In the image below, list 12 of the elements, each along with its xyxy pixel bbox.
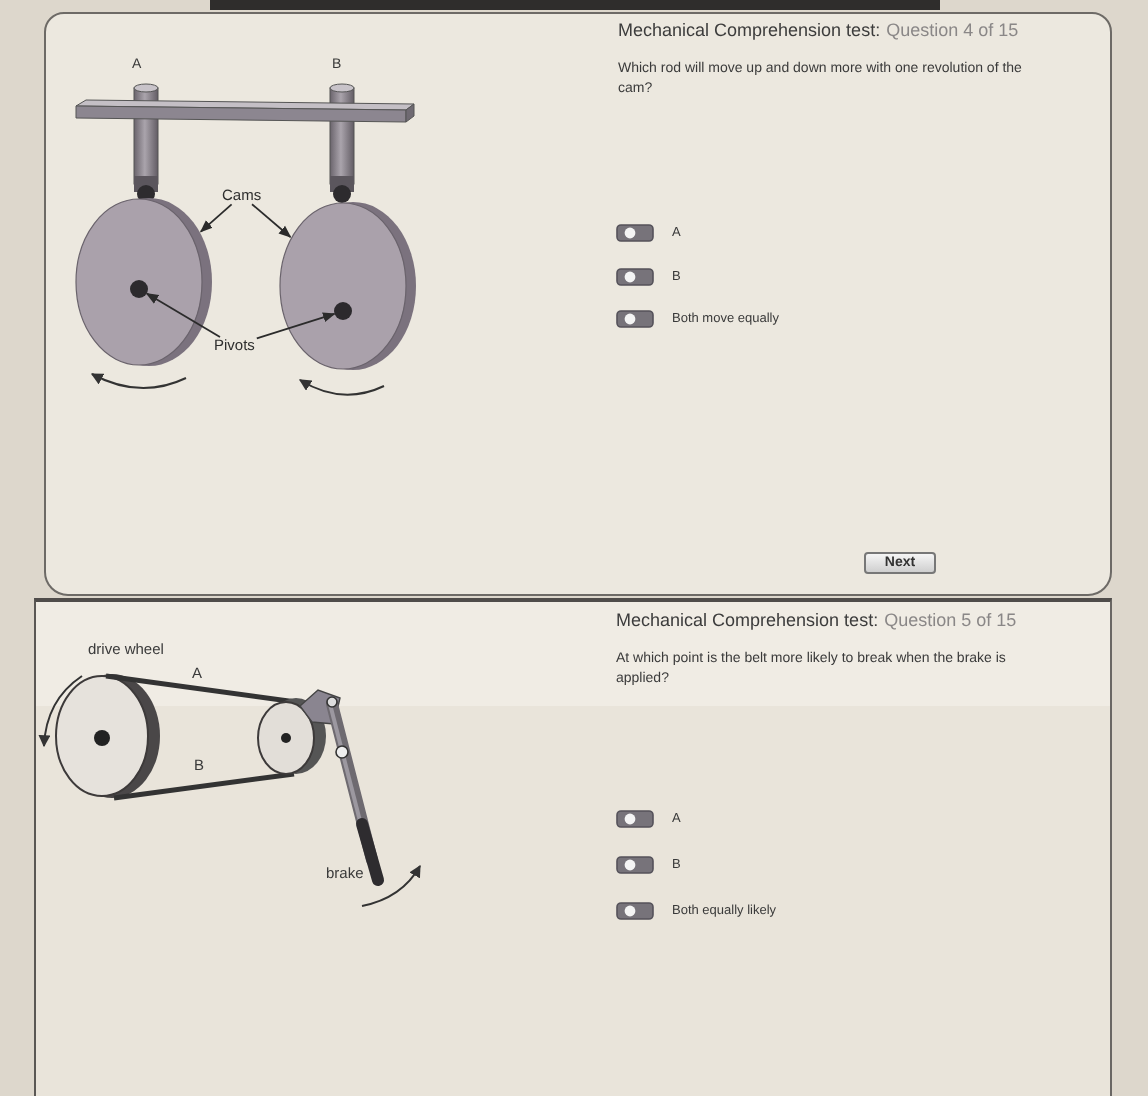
pivot-point xyxy=(334,302,352,320)
test-title: Mechanical Comprehension test: xyxy=(618,22,881,40)
pivot-point xyxy=(130,280,148,298)
cam-disk xyxy=(74,196,214,368)
question-counter: Question 5 of 15 xyxy=(884,612,1017,630)
leader-arrow xyxy=(199,203,233,233)
leader-arrow xyxy=(251,203,292,238)
test-title: Mechanical Comprehension test: xyxy=(616,612,879,630)
cam-disk xyxy=(278,200,418,372)
leader-arrow xyxy=(255,312,336,340)
question-counter: Question 4 of 15 xyxy=(886,22,1019,40)
leader-arrow xyxy=(145,292,221,338)
